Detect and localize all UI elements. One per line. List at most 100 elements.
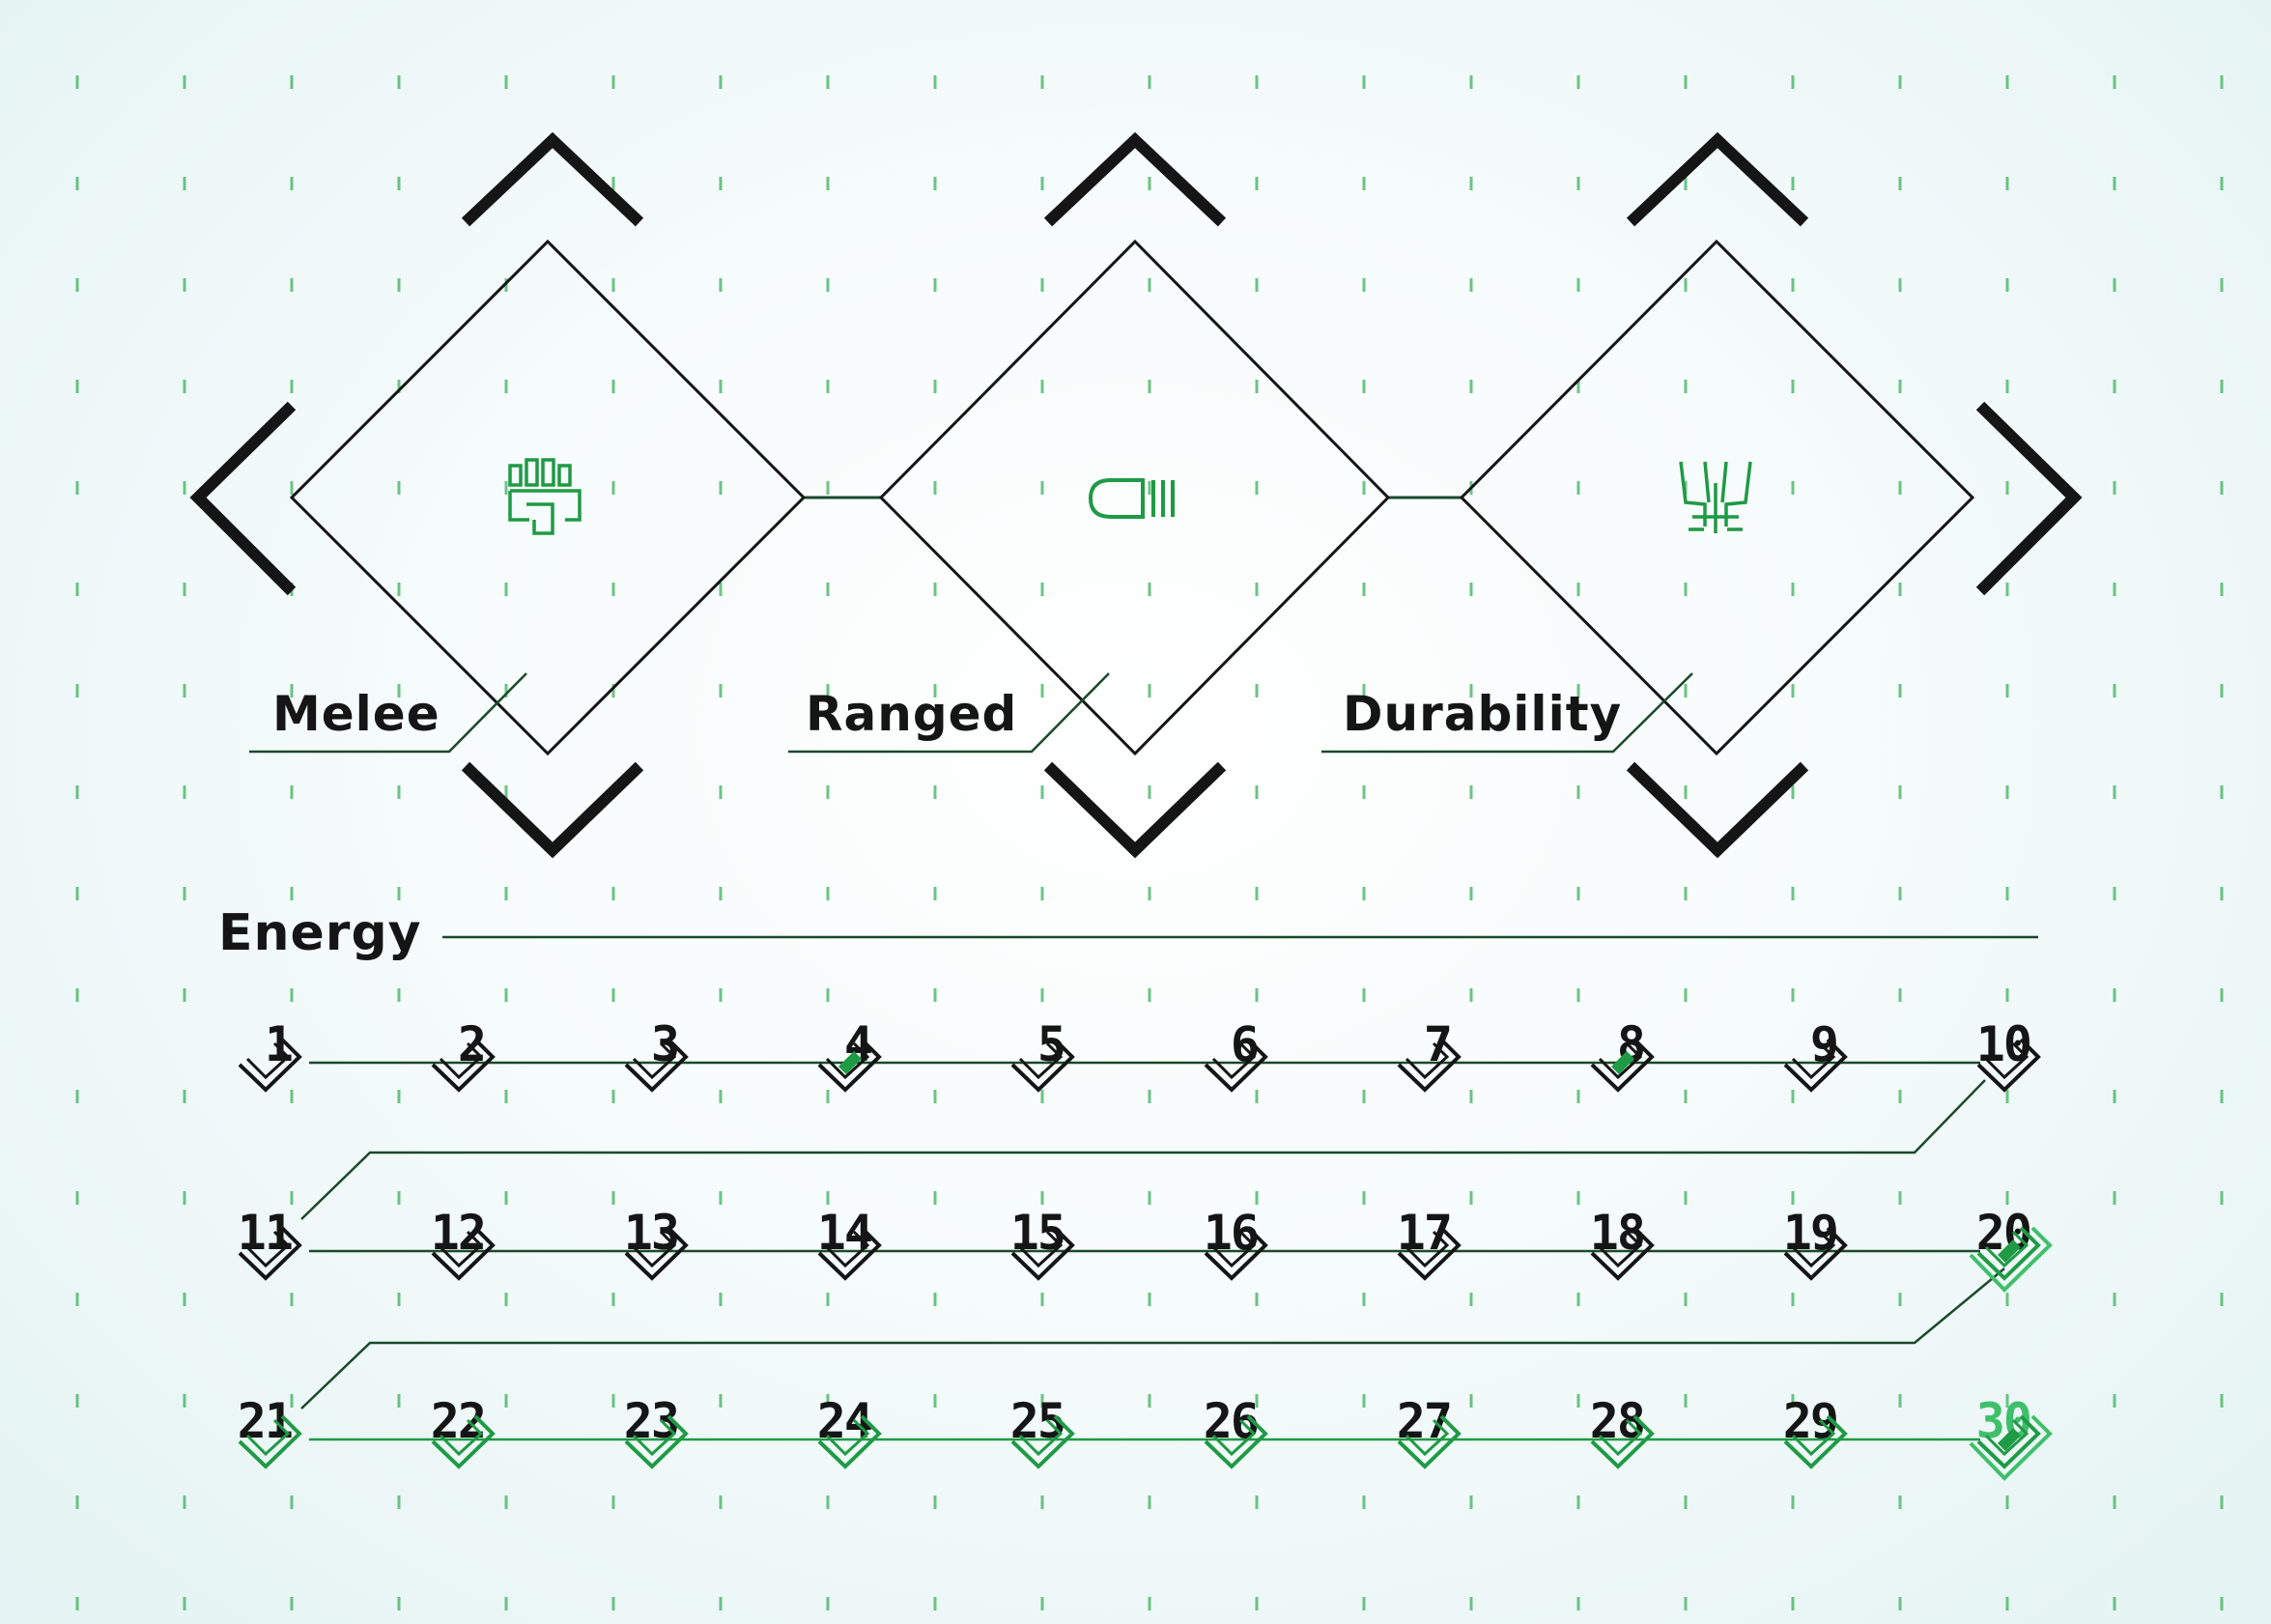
energy-node[interactable]: 5 [1010, 1016, 1075, 1093]
energy-node[interactable]: 21 [238, 1393, 302, 1469]
grid-dot [2005, 1090, 2009, 1103]
grid-dot [2113, 583, 2116, 596]
grid-dot [183, 481, 186, 495]
energy-node[interactable]: 14 [817, 1205, 882, 1281]
energy-node[interactable]: 24 [817, 1393, 882, 1469]
grid-dot [2220, 1597, 2224, 1610]
energy-node[interactable]: 15 [1010, 1205, 1075, 1281]
grid-dot [397, 1394, 401, 1408]
grid-dot [2220, 1293, 2224, 1306]
grid-dot [1576, 1394, 1580, 1408]
energy-node-chevron-inner [1984, 1418, 2030, 1457]
grid-dot [1148, 988, 1151, 1002]
stat-durability[interactable]: Durability [1321, 131, 1975, 859]
grid-dot [397, 75, 401, 89]
grid-dot [826, 278, 830, 292]
increase-chevron[interactable] [461, 131, 644, 227]
grid-dot [1469, 684, 1473, 698]
grid-dot [1362, 684, 1366, 698]
grid-dot [183, 380, 186, 393]
stat-diamond[interactable] [878, 239, 1391, 756]
energy-node[interactable]: 20 [1969, 1205, 2053, 1293]
grid-dot [183, 785, 186, 799]
energy-node[interactable]: 27 [1397, 1393, 1462, 1469]
energy-node[interactable]: 25 [1010, 1393, 1075, 1469]
grid-dot [75, 785, 79, 799]
energy-node[interactable]: 11 [238, 1205, 302, 1281]
grid-dot [183, 583, 186, 596]
grid-dot [2113, 75, 2116, 89]
stat-ranged[interactable]: Ranged [788, 131, 1391, 859]
decrease-chevron[interactable] [1043, 761, 1227, 859]
grid-dot [1791, 177, 1795, 190]
grid-dot [719, 988, 723, 1002]
energy-node-number: 10 [1976, 1016, 2030, 1072]
energy-node[interactable]: 13 [624, 1205, 689, 1281]
grid-dot [1362, 887, 1366, 900]
energy-node[interactable]: 22 [431, 1393, 496, 1469]
grid-dot [397, 583, 401, 596]
energy-node[interactable]: 9 [1783, 1016, 1848, 1093]
stat-diamond[interactable] [289, 239, 807, 756]
energy-node-number: 18 [1590, 1205, 1644, 1261]
grid-dot [1362, 1090, 1366, 1103]
energy-node[interactable]: 18 [1590, 1205, 1655, 1281]
grid-dot [1148, 1090, 1151, 1103]
stat-diamond[interactable] [1459, 239, 1975, 756]
grid-dot [611, 380, 615, 393]
grid-dot [1791, 1496, 1795, 1509]
grid-dot [1255, 1090, 1259, 1103]
energy-node[interactable]: 19 [1783, 1205, 1848, 1281]
energy-node-chevron [238, 1226, 302, 1281]
grid-dot [2113, 1496, 2116, 1509]
grid-dot [397, 887, 401, 900]
grid-dot [1576, 1191, 1580, 1205]
scroll-right-chevron[interactable] [1975, 401, 2083, 596]
increase-chevron[interactable] [1043, 131, 1227, 227]
grid-dot [397, 1191, 401, 1205]
energy-node[interactable]: 8 [1590, 1016, 1655, 1093]
energy-node[interactable]: 28 [1590, 1393, 1655, 1469]
energy-row-connector [300, 1079, 1986, 1220]
grid-dot [2005, 481, 2009, 495]
energy-node-number: 24 [817, 1393, 871, 1449]
grid-dot [1469, 1090, 1473, 1103]
energy-node[interactable]: 30 [1969, 1393, 2053, 1481]
grid-dot [2005, 785, 2009, 799]
grid-dot [1576, 684, 1580, 698]
grid-dot [1684, 1293, 1688, 1306]
energy-node[interactable]: 7 [1397, 1016, 1462, 1093]
energy-node[interactable]: 2 [431, 1016, 496, 1093]
energy-node[interactable]: 16 [1204, 1205, 1268, 1281]
grid-dot [397, 380, 401, 393]
energy-node-chevron-inner [245, 1041, 291, 1080]
grid-dot [611, 684, 615, 698]
grid-dot [719, 887, 723, 900]
decrease-chevron[interactable] [461, 761, 644, 859]
energy-node[interactable]: 6 [1204, 1016, 1268, 1093]
grid-dot [1255, 75, 1259, 89]
grid-dot [1576, 583, 1580, 596]
energy-node[interactable]: 17 [1397, 1205, 1462, 1281]
stat-label: Durability [1343, 686, 1622, 742]
grid-dot [1469, 1293, 1473, 1306]
energy-node-chevron [1204, 1226, 1268, 1281]
energy-node-chevron-inner [1211, 1041, 1257, 1080]
energy-node[interactable]: 3 [624, 1016, 689, 1093]
grid-dot [2005, 1293, 2009, 1306]
energy-node[interactable]: 4 [817, 1016, 882, 1093]
stat-melee[interactable]: Melee [249, 131, 807, 859]
grid-dot [2220, 988, 2224, 1002]
energy-node[interactable]: 1 [238, 1016, 302, 1093]
decrease-chevron[interactable] [1626, 761, 1809, 859]
energy-node[interactable]: 23 [624, 1393, 689, 1469]
scroll-left-chevron[interactable] [189, 401, 297, 596]
grid-dot [1040, 481, 1044, 495]
grid-dot [397, 988, 401, 1002]
grid-dot [1576, 988, 1580, 1002]
energy-node[interactable]: 29 [1783, 1393, 1848, 1469]
energy-node[interactable]: 26 [1204, 1393, 1268, 1469]
increase-chevron[interactable] [1626, 131, 1809, 227]
energy-node[interactable]: 10 [1976, 1016, 2041, 1093]
energy-node[interactable]: 12 [431, 1205, 496, 1281]
